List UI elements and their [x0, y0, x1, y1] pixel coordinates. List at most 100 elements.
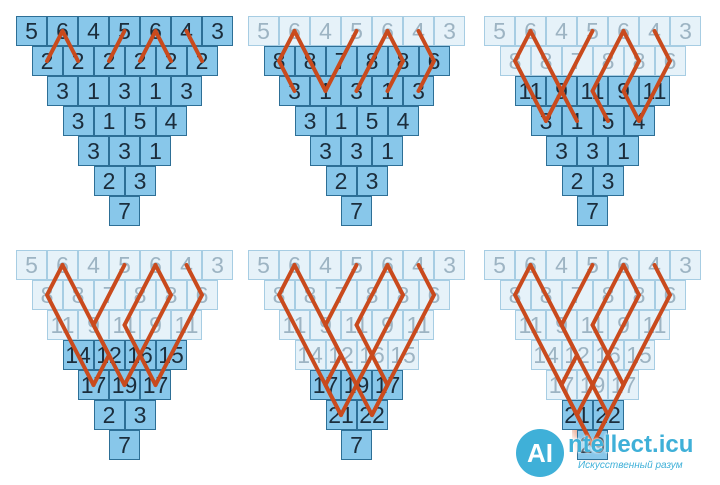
pyramid-cell: 7	[341, 430, 372, 460]
pyramid-cell: 5	[109, 250, 140, 280]
pyramid-cell: 11	[47, 310, 78, 340]
pyramid-cell: 12	[325, 340, 357, 370]
pyramid-cell: 3	[109, 76, 140, 106]
pyramid-cell: 3	[434, 250, 465, 280]
pyramid-cell: 2	[93, 400, 125, 430]
pyramid-cell: 8	[530, 46, 562, 76]
pyramid-cell: 4	[639, 16, 670, 46]
pyramid-cell: 3	[546, 136, 577, 166]
pyramid-cell: 8	[356, 280, 388, 310]
pyramid-cell: 6	[140, 250, 171, 280]
pyramid-cell: 4	[78, 250, 109, 280]
pyramid-cell: 3	[356, 166, 388, 196]
pyramid-cell: 16	[592, 340, 624, 370]
pyramid-cell: 3	[530, 106, 562, 136]
pyramid-cell: 1	[93, 106, 125, 136]
pyramid-cell: 5	[577, 250, 608, 280]
pyramid-cell: 3	[592, 166, 624, 196]
pyramid-cell: 4	[310, 16, 341, 46]
pyramid-cell: 1	[325, 106, 357, 136]
pyramid-cell: 8	[387, 280, 419, 310]
pyramid-cell: 3	[47, 76, 78, 106]
pyramid-cell: 8	[356, 46, 388, 76]
pyramid-cell: 6	[418, 280, 450, 310]
pyramid-cell: 3	[62, 106, 94, 136]
pyramid-cell: 3	[202, 16, 233, 46]
pyramid-cell: 9	[546, 310, 577, 340]
pyramid-cell: 17	[608, 370, 639, 400]
pyramid-cell: 15	[623, 340, 655, 370]
pyramid-cell: 14	[294, 340, 326, 370]
pyramid-cell: 11	[639, 310, 670, 340]
pyramid-cell: 8	[294, 280, 326, 310]
pyramid-cell: 5	[484, 16, 515, 46]
pyramid-cell: 6	[515, 250, 546, 280]
pyramid-cell: 3	[434, 16, 465, 46]
pyramid-cell: 2	[62, 46, 94, 76]
pyramid-cell: 6	[140, 16, 171, 46]
pyramid-cell: 9	[608, 310, 639, 340]
pyramid-cell: 4	[546, 250, 577, 280]
pyramid-cell: 4	[78, 16, 109, 46]
pyramid-cell: 3	[78, 136, 109, 166]
pyramid-cell: 19	[109, 370, 140, 400]
pyramid-cell: 3	[403, 76, 434, 106]
pyramid-cell: 1	[608, 136, 639, 166]
pyramid-cell: 6	[47, 16, 78, 46]
pyramid-cell: 3	[670, 250, 701, 280]
pyramid-cell: 11	[639, 76, 670, 106]
pyramid-cell: 2	[124, 46, 156, 76]
pyramid-cell: 7	[341, 196, 372, 226]
pyramid-cell: 7	[109, 196, 140, 226]
pyramid-cell: 1	[372, 76, 403, 106]
pyramid-cell: 8	[62, 280, 94, 310]
pyramid-cell: 4	[310, 250, 341, 280]
pyramid-cell: 22	[356, 400, 388, 430]
pyramid-cell: 5	[341, 16, 372, 46]
pyramid-cell: 15	[155, 340, 187, 370]
pyramid-cell: 17	[78, 370, 109, 400]
pyramid-cell: 11	[171, 310, 202, 340]
pyramid-cell: 17	[372, 370, 403, 400]
pyramid-cell: 17	[310, 370, 341, 400]
pyramid-cell: 2	[31, 46, 63, 76]
pyramid-cell: 5	[16, 250, 47, 280]
pyramid-cell: 3	[124, 400, 156, 430]
pyramid-cell: 6	[654, 46, 686, 76]
pyramid-cell: 3	[670, 16, 701, 46]
pyramid-cell: 7	[93, 280, 125, 310]
pyramid-cell: 6	[608, 250, 639, 280]
pyramid-cell: 8	[623, 280, 655, 310]
pyramid-cell: 7	[577, 196, 608, 226]
pyramid-cell: 8	[623, 46, 655, 76]
pyramid-cell: 3	[294, 106, 326, 136]
pyramid-cell: 6	[515, 16, 546, 46]
pyramid-cell: 9	[608, 76, 639, 106]
pyramid-cell: 6	[608, 16, 639, 46]
pyramid-cell: 9	[78, 310, 109, 340]
pyramid-cell: 6	[418, 46, 450, 76]
watermark-logo: AI	[516, 429, 564, 477]
pyramid-cell: 11	[515, 76, 546, 106]
pyramid-cell: 8	[294, 46, 326, 76]
pyramid-cell: 11	[403, 310, 434, 340]
pyramid-cell: 8	[263, 46, 295, 76]
pyramid-cell: 17	[140, 370, 171, 400]
pyramid-cell: 7	[561, 280, 593, 310]
pyramid-cell: 11	[109, 310, 140, 340]
pyramid-cell: 5	[484, 250, 515, 280]
pyramid-cell: 8	[592, 46, 624, 76]
pyramid-cell: 8	[387, 46, 419, 76]
pyramid-cell: 19	[577, 370, 608, 400]
pyramid-cell: 11	[279, 310, 310, 340]
pyramid-cell: 21	[325, 400, 357, 430]
pyramid-cell: 12	[561, 340, 593, 370]
pyramid-cell: 14	[62, 340, 94, 370]
pyramid-cell: 6	[372, 250, 403, 280]
pyramid-cell: 8	[499, 46, 531, 76]
pyramid-cell: 9	[140, 310, 171, 340]
pyramid-cell: 4	[546, 16, 577, 46]
